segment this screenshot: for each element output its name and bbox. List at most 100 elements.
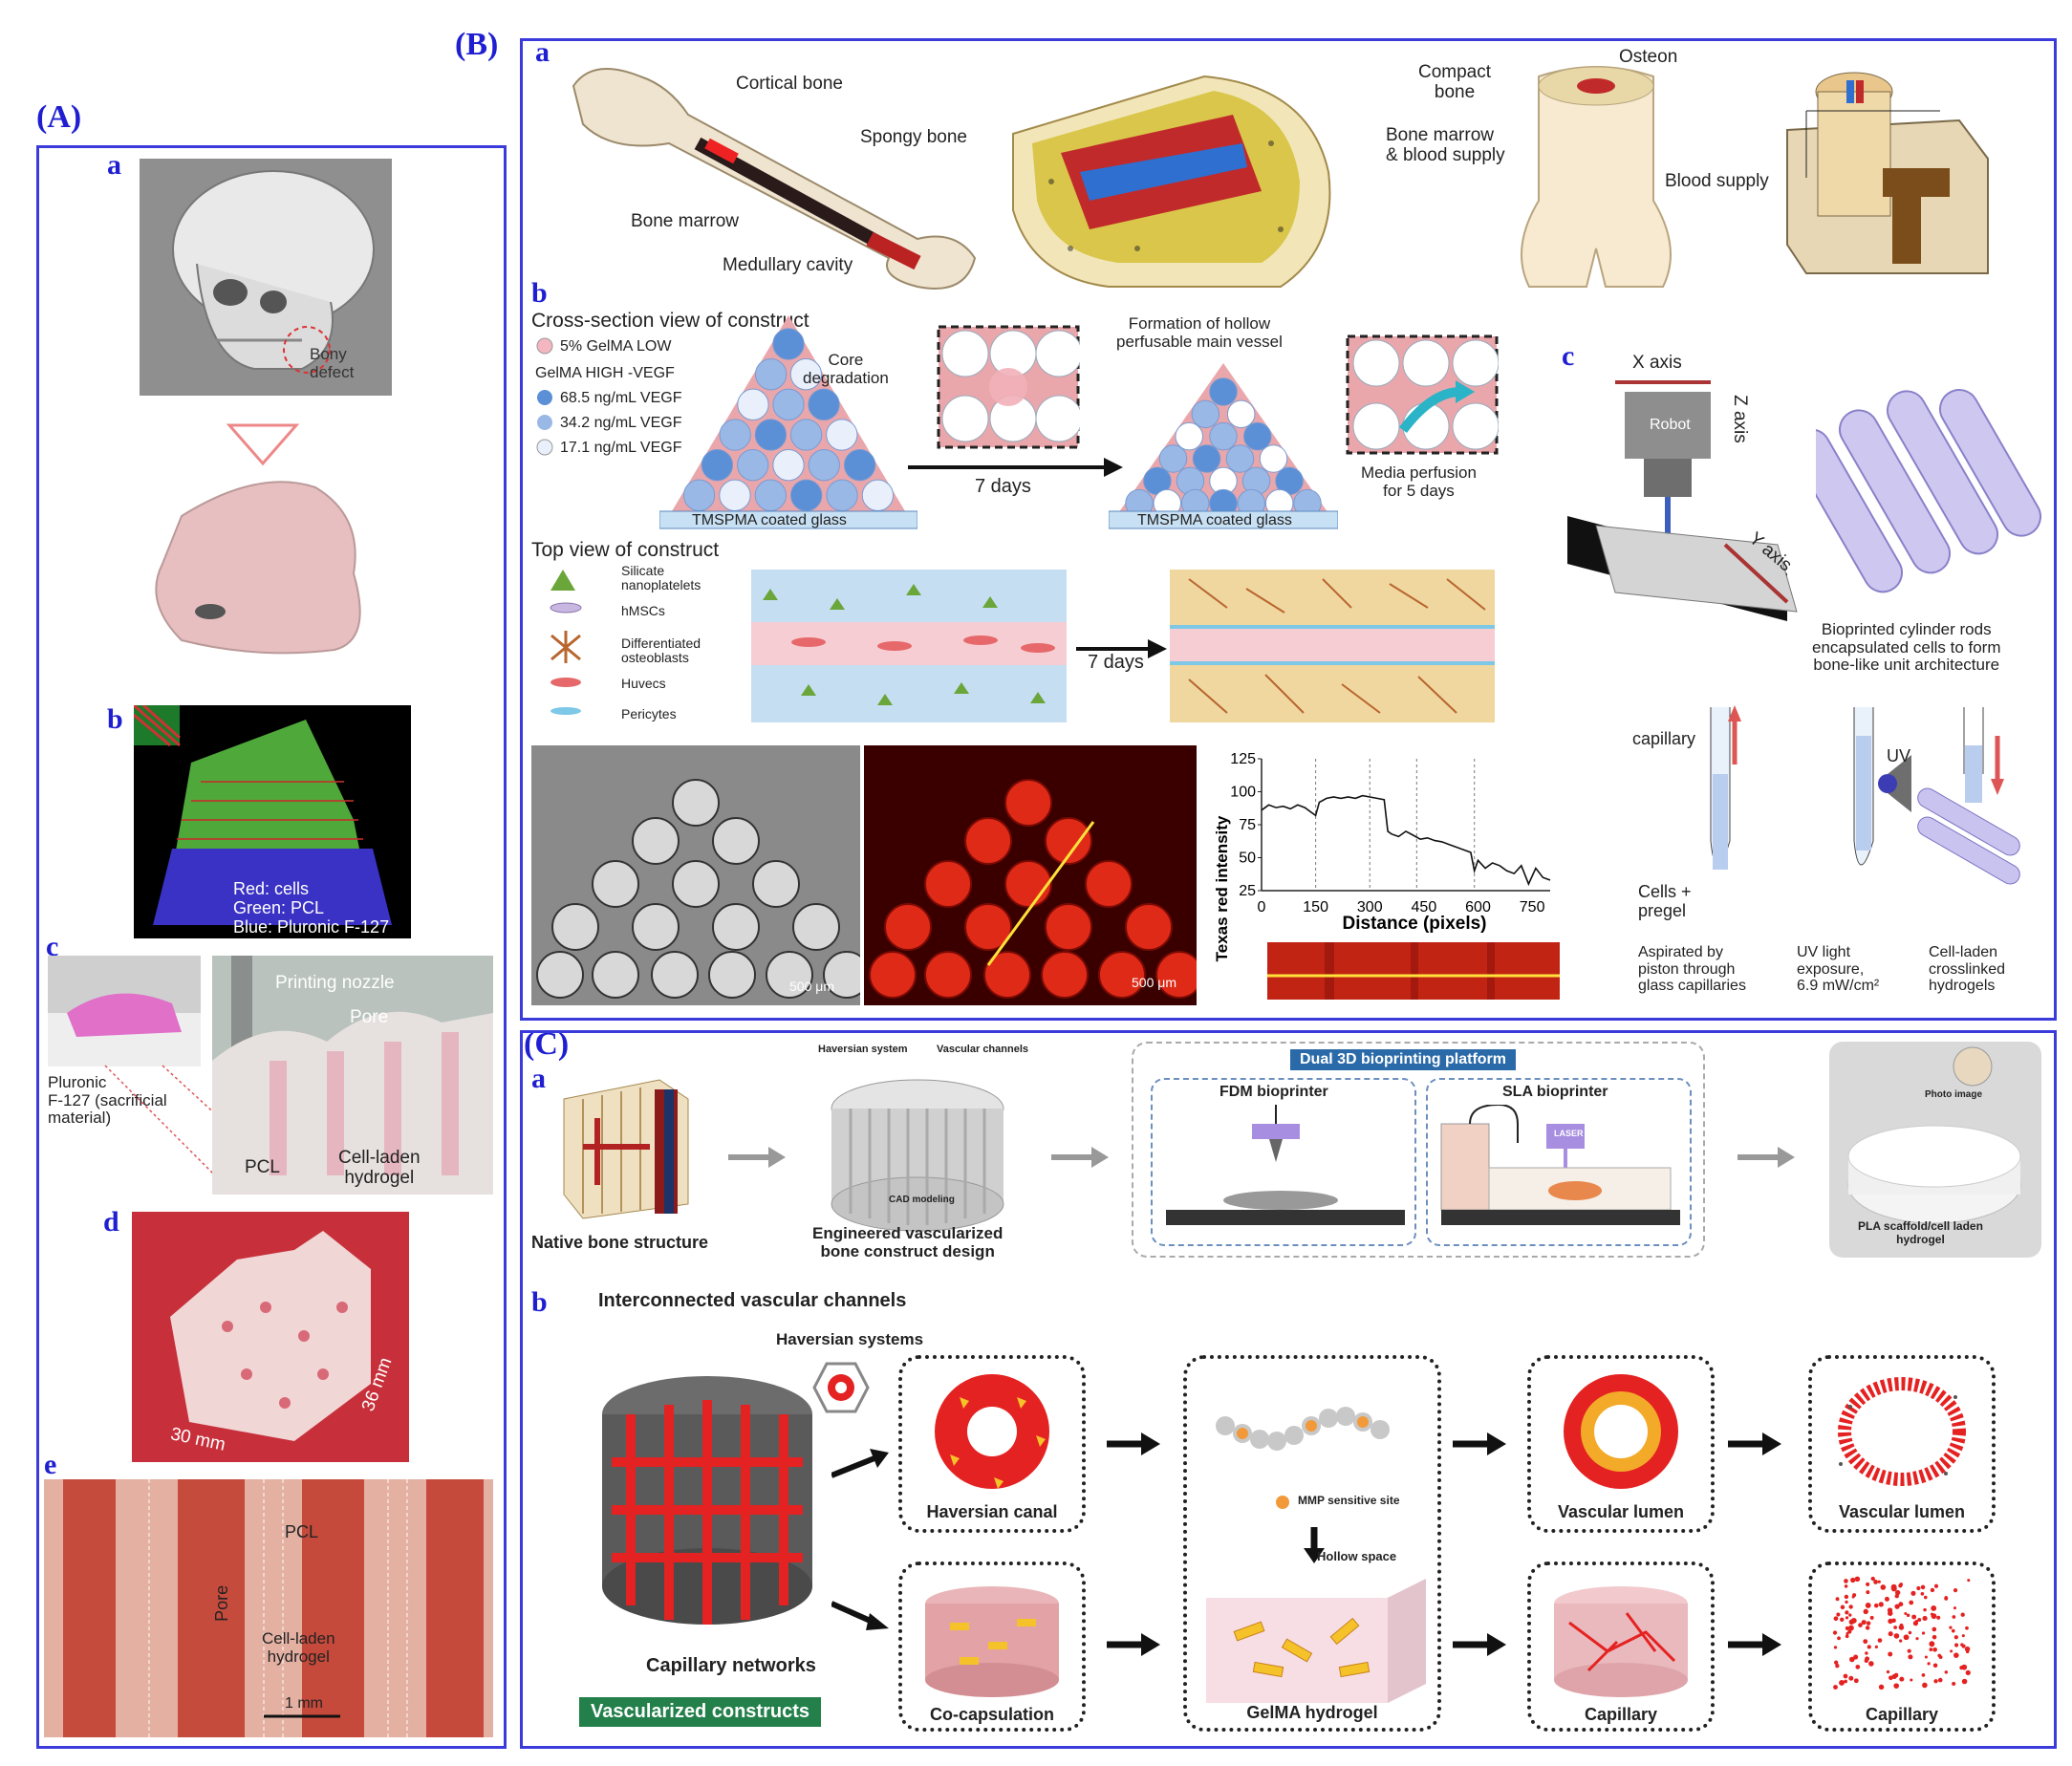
cell-laden-label-c: Cell-laden hydrogel bbox=[338, 1148, 421, 1188]
platform-badge: Dual 3D bioprinting platform bbox=[1290, 1049, 1516, 1070]
arrow-down-icon bbox=[1304, 1527, 1325, 1563]
series-line bbox=[1261, 794, 1551, 887]
legend-blue: Blue: Pluronic F-127 bbox=[233, 917, 390, 937]
legend-item-4: 17.1 ng/mL VEGF bbox=[560, 440, 682, 456]
printed-construct-image: Red: cells Green: PCL Blue: Pluronic F-1… bbox=[134, 705, 411, 938]
chart-xlabel: Distance (pixels) bbox=[1343, 914, 1487, 934]
legend-red: Red: cells bbox=[233, 879, 310, 898]
osteoblast-icon bbox=[550, 631, 581, 663]
cells-pregel-label: Cells + pregel bbox=[1638, 882, 1692, 920]
compact-bone-label: Compact bone bbox=[1418, 62, 1492, 102]
gelma-hydrogel-label: GelMA hydrogel bbox=[1246, 1703, 1378, 1722]
haversian-canal-box: Haversian canal bbox=[898, 1355, 1086, 1533]
vascularized-badge-text: Vascularized constructs bbox=[591, 1701, 809, 1722]
step2-label: UV light exposure, 6.9 mW/cm² bbox=[1797, 944, 1880, 995]
vascular-lumen-label-2: Vascular lumen bbox=[1838, 1502, 1966, 1521]
pla-scaffold-label: PLA scaffold/cell laden hydrogel bbox=[1858, 1219, 1983, 1247]
skull-image: Bony defect bbox=[140, 159, 392, 396]
panel-a-frame bbox=[36, 145, 507, 1749]
legend-swatch-4-icon bbox=[536, 439, 553, 456]
panel-a-c-letter: c bbox=[46, 931, 59, 962]
formation-label: Formation of hollow perfusable main vess… bbox=[1116, 314, 1283, 351]
capillary-networks-label: Capillary networks bbox=[646, 1655, 816, 1676]
top-legend-0: Silicate nanoplatelets bbox=[621, 563, 701, 593]
capillary-label: capillary bbox=[1632, 729, 1696, 748]
legend-item-0: 5% GelMA LOW bbox=[560, 338, 672, 355]
panel-a-b-letter: b bbox=[107, 703, 123, 735]
engineered-label: Engineered vascularized bone construct d… bbox=[812, 1224, 1004, 1260]
top-legend-4: Pericytes bbox=[621, 706, 677, 721]
glass-label-2: TMSPMA coated glass bbox=[1137, 512, 1292, 528]
legend-item-1: GelMA HIGH -VEGF bbox=[535, 365, 675, 381]
panel-a-a-letter: a bbox=[107, 149, 121, 181]
fdm-printer-illustration bbox=[1166, 1105, 1405, 1225]
nozzle-label: Printing nozzle bbox=[275, 973, 395, 993]
arrow-r-5-icon bbox=[1453, 1633, 1506, 1656]
haversian-canal-label: Haversian canal bbox=[926, 1502, 1058, 1521]
panel-b-b-letter: b bbox=[531, 277, 548, 309]
panel-b-label: (B) bbox=[455, 27, 499, 62]
x-tick-label: 150 bbox=[1303, 899, 1328, 915]
arrow-gray-3-icon bbox=[1737, 1147, 1795, 1168]
panel-b-a-letter: a bbox=[535, 36, 550, 68]
capillary-label-2: Capillary bbox=[1865, 1705, 1939, 1724]
y-tick-label: 100 bbox=[1230, 785, 1256, 801]
right-arrow-7days-icon bbox=[908, 458, 1123, 477]
glass-label-1: TMSPMA coated glass bbox=[692, 512, 847, 528]
top-view-after bbox=[1170, 570, 1495, 722]
panel-c-a-letter: a bbox=[531, 1063, 546, 1094]
native-bone-label: Native bone structure bbox=[531, 1233, 709, 1252]
y-tick-label: 50 bbox=[1239, 851, 1256, 867]
co-capsulation-box: Co-capsulation bbox=[898, 1561, 1086, 1732]
panel-c-b-letter: b bbox=[531, 1286, 548, 1318]
capillary-box-2: Capillary bbox=[1808, 1561, 1996, 1732]
pore-label-c: Pore bbox=[350, 1007, 389, 1027]
fdm-label: FDM bioprinter bbox=[1219, 1084, 1328, 1100]
platform-badge-text: Dual 3D bioprinting platform bbox=[1300, 1051, 1506, 1067]
defect-model-image bbox=[155, 481, 361, 655]
chart-ylabel: Texas red intensity bbox=[1213, 815, 1231, 961]
native-bone-illustration bbox=[563, 1079, 689, 1219]
arrow-r-3-icon bbox=[1728, 1432, 1781, 1455]
vascular-lumen-box-1: Vascular lumen bbox=[1527, 1355, 1715, 1533]
top-view-before bbox=[751, 570, 1067, 722]
panel-b-c-letter: c bbox=[1562, 340, 1575, 372]
days7-label-2: 7 days bbox=[1088, 652, 1144, 673]
dual-platform-box bbox=[1132, 1042, 1705, 1258]
down-arrow-icon bbox=[226, 423, 300, 466]
top-view-title: Top view of construct bbox=[531, 539, 720, 561]
x-tick-label: 300 bbox=[1357, 899, 1383, 915]
scale-500-d: 500 μm bbox=[789, 979, 834, 994]
sla-printer-illustration bbox=[1440, 1105, 1680, 1225]
x-tick-label: 0 bbox=[1258, 899, 1266, 915]
haversian-systems-label: Haversian systems bbox=[776, 1330, 924, 1348]
pcl-label-c: PCL bbox=[245, 1157, 280, 1177]
legend-item-2: 68.5 ng/mL VEGF bbox=[560, 390, 682, 406]
spongy-bone-label: Spongy bone bbox=[860, 127, 967, 147]
x-tick-label: 750 bbox=[1520, 899, 1545, 915]
scale-500-e: 500 μm bbox=[1132, 975, 1176, 990]
photo-image-label: Photo image bbox=[1925, 1089, 1983, 1100]
stained-section-photo: PCL Pore Cell-laden hydrogel 1 mm bbox=[44, 1479, 493, 1737]
intensity-line-chart: Texas red intensity Distance (pixels) 25… bbox=[1213, 751, 1551, 961]
y-tick-label: 75 bbox=[1239, 817, 1256, 833]
top-legend-1: hMSCs bbox=[621, 603, 665, 618]
arrow-r-2-icon bbox=[1453, 1432, 1506, 1455]
haversian-system-label: Haversian system bbox=[818, 1044, 908, 1055]
panel-a-e-letter: e bbox=[44, 1449, 57, 1480]
y-tick-label: 25 bbox=[1239, 883, 1256, 899]
construct-triangle-before bbox=[659, 315, 917, 529]
bioprinter-robot-illustration bbox=[1567, 380, 1798, 621]
sla-label: SLA bioprinter bbox=[1502, 1084, 1608, 1100]
long-bone-illustration bbox=[572, 68, 977, 290]
printing-photo-small bbox=[48, 956, 201, 1066]
huvec-icon bbox=[550, 678, 581, 687]
x-tick-label: 450 bbox=[1412, 899, 1437, 915]
cell-laden-label-e: Cell-laden hydrogel bbox=[262, 1629, 335, 1666]
arrow-r-4-icon bbox=[1107, 1633, 1160, 1656]
capillary-label-1: Capillary bbox=[1584, 1705, 1658, 1724]
top-legend-2: Differentiated osteoblasts bbox=[621, 635, 701, 666]
arrow-r-6-icon bbox=[1728, 1633, 1781, 1656]
cylinder-rods-illustration bbox=[1816, 389, 2041, 593]
pcl-label-e: PCL bbox=[285, 1522, 319, 1541]
